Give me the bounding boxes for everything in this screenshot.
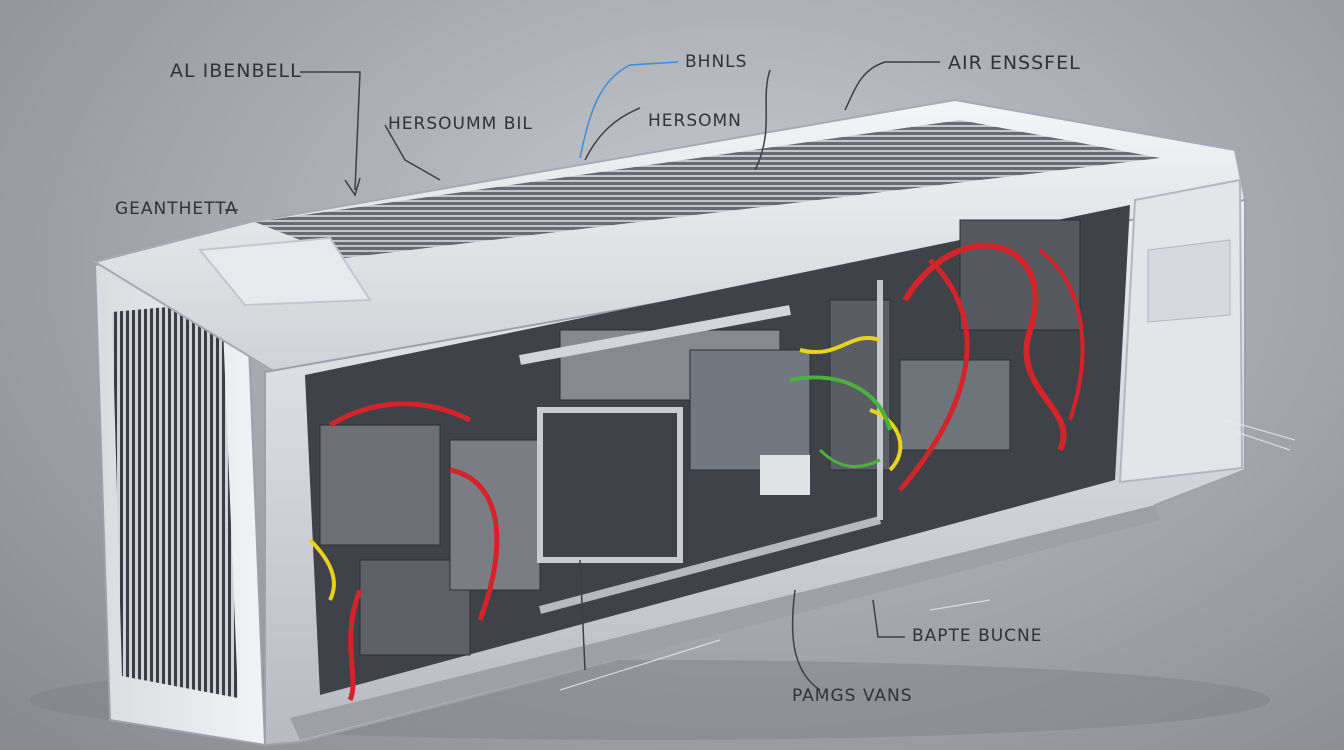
right-end-panel xyxy=(1118,178,1244,484)
fan-grill xyxy=(112,302,238,698)
annotation-bottom-right: BAPTE BUCNE xyxy=(912,626,1043,646)
annotation-top-right: AIR ENSSFEL xyxy=(948,52,1081,74)
annotation-top-left: AL IBENBELL xyxy=(170,60,302,82)
callout-leaders xyxy=(225,61,940,691)
base-rail xyxy=(290,505,1160,740)
interior-cutaway xyxy=(305,205,1130,702)
annotation-top-center: BHNLS xyxy=(685,52,748,72)
annotation-center: HERSOMN xyxy=(648,111,742,131)
left-side-panel xyxy=(93,243,267,747)
top-access-panel xyxy=(198,236,372,307)
annotation-left-lower: GEANTHETTA xyxy=(115,199,238,219)
compressor-block xyxy=(319,424,441,546)
top-cover xyxy=(92,98,1247,374)
top-vent-grill xyxy=(255,120,1160,258)
decorative-tech-marks xyxy=(559,419,1296,691)
annotation-bottom-center: PAMGS VANS xyxy=(792,686,913,706)
annotation-left-mid: HERSOUMM BIL xyxy=(388,114,533,134)
